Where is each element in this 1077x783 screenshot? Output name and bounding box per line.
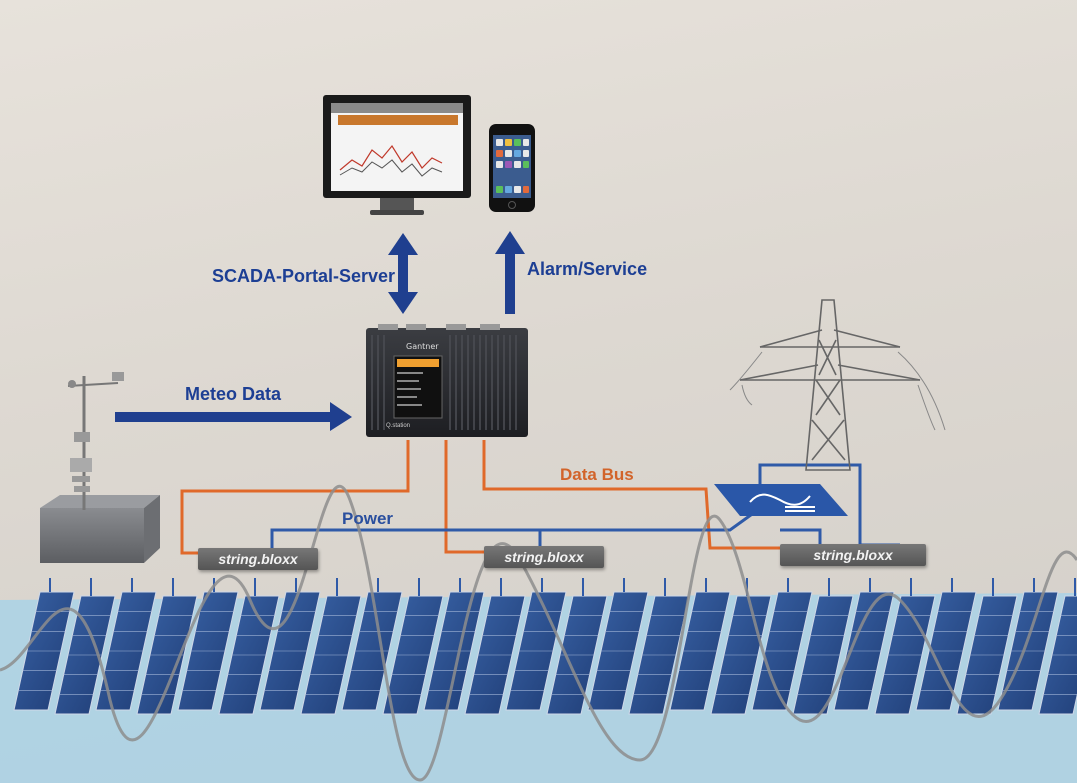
- sine-wave: [0, 484, 1077, 782]
- data-bus-lines: [180, 440, 790, 555]
- monitor-icon: [323, 95, 471, 215]
- controller-icon: [366, 324, 528, 437]
- weather-station-icon: [40, 372, 160, 563]
- power-label: Power: [342, 509, 394, 528]
- smartphone-icon: [489, 124, 535, 212]
- power-tower-icon: [729, 299, 946, 471]
- string-bloxx-1: string.bloxx: [198, 548, 318, 570]
- scada-label: SCADA-Portal-Server: [212, 266, 396, 286]
- device-brand: Gantner: [406, 342, 439, 351]
- alarm-up-arrow: [495, 231, 525, 314]
- data-bus-label: Data Bus: [560, 465, 634, 484]
- monitor-screen-title: [338, 115, 458, 125]
- inverter-icon: [714, 484, 848, 516]
- meteo-label: Meteo Data: [185, 384, 282, 404]
- scada-double-arrow: [388, 233, 418, 314]
- meteo-arrow: [115, 402, 352, 431]
- string-bloxx-3: string.bloxx: [780, 544, 926, 566]
- device-model: Q.station: [386, 423, 411, 429]
- alarm-label: Alarm/Service: [527, 259, 648, 279]
- string-bloxx-2: string.bloxx: [484, 546, 604, 568]
